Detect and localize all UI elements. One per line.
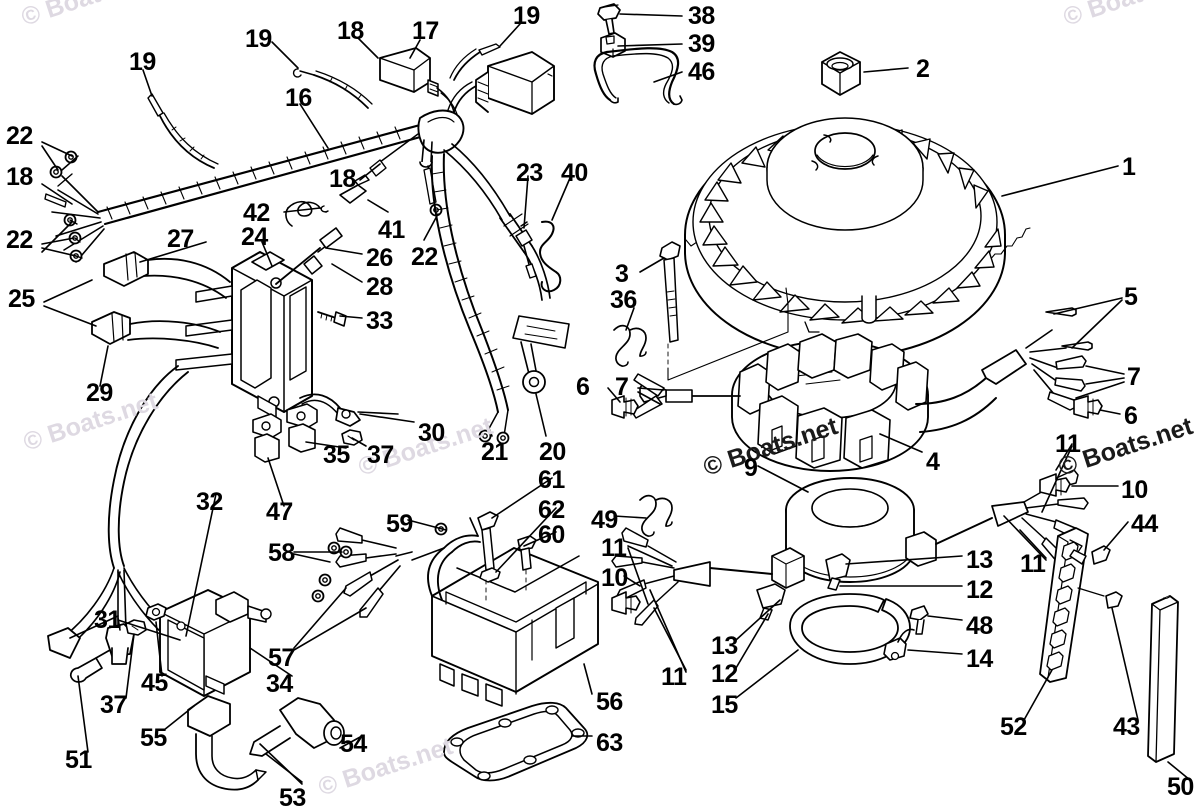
callout-number-58[interactable]: 58 [268, 539, 295, 567]
callout-number-25[interactable]: 25 [8, 285, 35, 313]
callout-number-40[interactable]: 40 [561, 159, 588, 187]
callout-number-47[interactable]: 47 [266, 498, 293, 526]
callout-number-24[interactable]: 24 [241, 223, 268, 251]
callout-number-27[interactable]: 27 [167, 225, 194, 253]
callout-number-18[interactable]: 18 [329, 165, 356, 193]
callout-number-30[interactable]: 30 [418, 419, 445, 447]
callout-number-42[interactable]: 42 [243, 199, 270, 227]
callout-number-10[interactable]: 10 [1121, 476, 1148, 504]
callout-number-12[interactable]: 12 [711, 660, 738, 688]
callout-number-51[interactable]: 51 [65, 746, 92, 774]
callout-number-12[interactable]: 12 [966, 576, 993, 604]
callout-number-6[interactable]: 6 [576, 373, 590, 401]
callout-number-36[interactable]: 36 [610, 286, 637, 314]
callout-number-3[interactable]: 3 [615, 260, 629, 288]
callout-number-39[interactable]: 39 [688, 30, 715, 58]
callout-number-38[interactable]: 38 [688, 2, 715, 30]
callout-number-53[interactable]: 53 [279, 784, 306, 812]
callout-number-7[interactable]: 7 [615, 373, 629, 401]
main-harness-graphic [44, 43, 570, 445]
callout-number-48[interactable]: 48 [966, 612, 993, 640]
callout-number-37[interactable]: 37 [100, 691, 127, 719]
callout-number-44[interactable]: 44 [1131, 510, 1158, 538]
callout-number-11[interactable]: 11 [661, 663, 687, 691]
callout-number-22[interactable]: 22 [411, 243, 438, 271]
plug-boot-graphic [187, 695, 345, 791]
callout-number-4[interactable]: 4 [926, 448, 940, 476]
callout-number-43[interactable]: 43 [1113, 713, 1140, 741]
callout-number-45[interactable]: 45 [141, 669, 168, 697]
callout-number-56[interactable]: 56 [596, 688, 623, 716]
callout-number-57[interactable]: 57 [268, 644, 295, 672]
callout-number-19[interactable]: 19 [513, 2, 540, 30]
callout-number-15[interactable]: 15 [711, 691, 738, 719]
callout-number-18[interactable]: 18 [6, 163, 33, 191]
callout-number-6[interactable]: 6 [1124, 402, 1138, 430]
screw-38-graphic [597, 3, 621, 35]
callout-number-13[interactable]: 13 [711, 632, 738, 660]
callout-number-17[interactable]: 17 [412, 17, 439, 45]
callout-number-34[interactable]: 34 [266, 670, 293, 698]
callout-number-29[interactable]: 29 [86, 379, 113, 407]
callout-number-60[interactable]: 60 [538, 521, 565, 549]
flywheel-nut-graphic [821, 51, 861, 96]
coil-module-graphic [69, 589, 272, 697]
bracket-group-graphic [252, 393, 399, 463]
callout-number-31[interactable]: 31 [94, 606, 121, 634]
power-pack-graphic [311, 511, 599, 782]
callout-number-2[interactable]: 2 [916, 55, 930, 83]
callout-number-7[interactable]: 7 [1127, 363, 1141, 391]
callout-number-23[interactable]: 23 [516, 159, 543, 187]
callout-number-32[interactable]: 32 [196, 488, 223, 516]
terminal-block-graphic [1039, 527, 1179, 763]
callout-number-5[interactable]: 5 [1124, 283, 1138, 311]
ground-wire-46-graphic [593, 47, 683, 106]
callout-number-21[interactable]: 21 [481, 438, 508, 466]
callout-number-9[interactable]: 9 [744, 454, 758, 482]
callout-number-22[interactable]: 22 [6, 226, 33, 254]
callout-number-16[interactable]: 16 [285, 84, 312, 112]
timer-base-graphic [611, 469, 1089, 665]
callout-number-19[interactable]: 19 [245, 25, 272, 53]
callout-number-1[interactable]: 1 [1122, 153, 1136, 181]
callout-number-46[interactable]: 46 [688, 58, 715, 86]
callout-number-22[interactable]: 22 [6, 122, 33, 150]
stator-graphic [611, 241, 1103, 472]
callout-number-62[interactable]: 62 [538, 496, 565, 524]
callout-number-20[interactable]: 20 [539, 438, 566, 466]
callout-number-35[interactable]: 35 [323, 441, 350, 469]
callout-number-11[interactable]: 11 [1020, 550, 1046, 578]
callout-number-41[interactable]: 41 [378, 216, 405, 244]
callout-number-59[interactable]: 59 [386, 510, 413, 538]
callout-number-13[interactable]: 13 [966, 546, 993, 574]
callout-number-52[interactable]: 52 [1000, 713, 1027, 741]
callout-number-49[interactable]: 49 [591, 506, 618, 534]
callout-number-11[interactable]: 11 [601, 534, 627, 562]
callout-number-10[interactable]: 10 [601, 564, 628, 592]
callout-number-63[interactable]: 63 [596, 729, 623, 757]
flywheel-graphic [684, 117, 1031, 358]
callout-number-18[interactable]: 18 [337, 17, 364, 45]
callout-number-37[interactable]: 37 [367, 441, 394, 469]
callout-number-11[interactable]: 11 [1055, 430, 1081, 458]
callout-number-61[interactable]: 61 [538, 466, 565, 494]
ignition-coil-graphic [47, 227, 347, 665]
callout-number-50[interactable]: 50 [1167, 773, 1194, 801]
callout-number-28[interactable]: 28 [366, 273, 393, 301]
callout-number-19[interactable]: 19 [129, 48, 156, 76]
callout-number-33[interactable]: 33 [366, 307, 393, 335]
callout-number-55[interactable]: 55 [140, 724, 167, 752]
callout-number-54[interactable]: 54 [340, 730, 367, 758]
callout-number-14[interactable]: 14 [966, 645, 993, 673]
callout-number-26[interactable]: 26 [366, 244, 393, 272]
